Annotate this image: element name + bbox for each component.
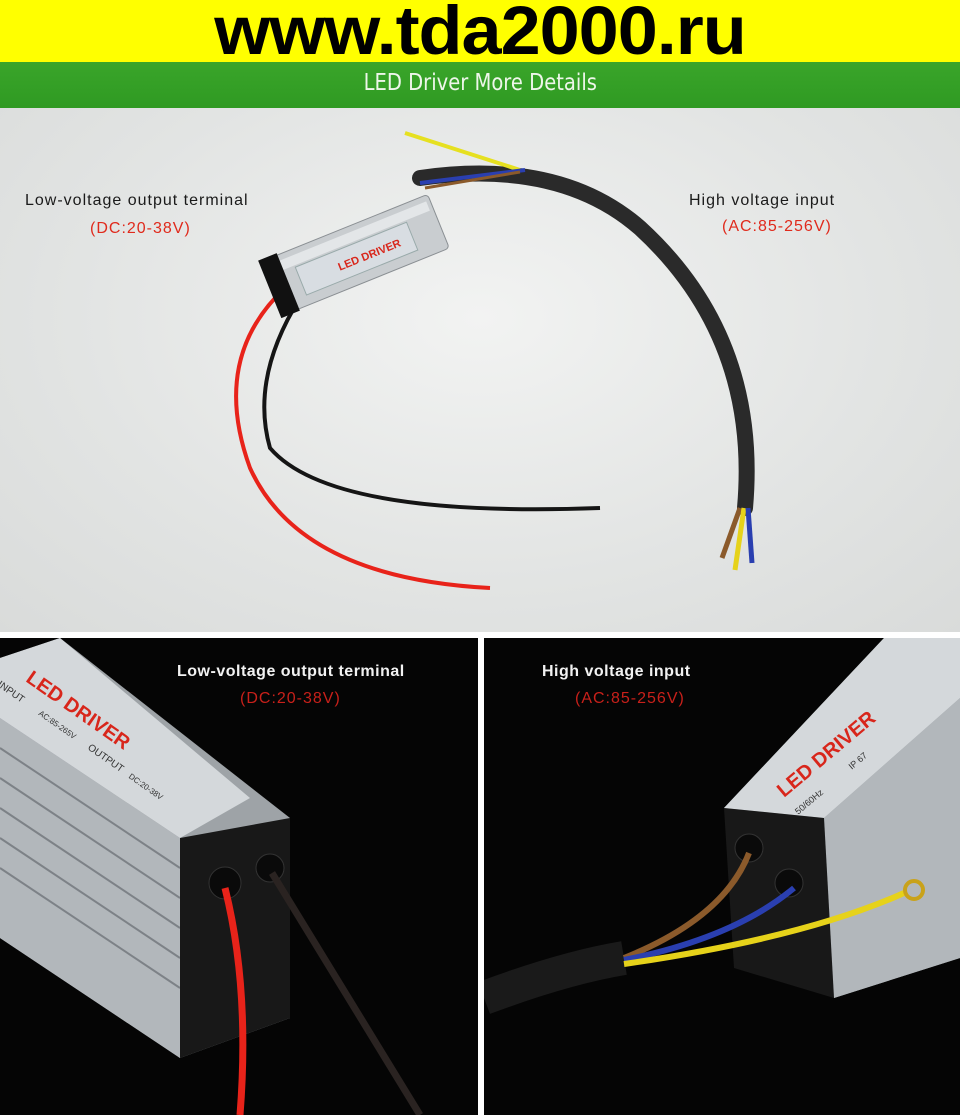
input-label: High voltage input [689,192,836,209]
panel-output-voltage: (DC:20-38V) [240,690,341,707]
panel-input-label: High voltage input [542,663,691,680]
output-voltage-label: (DC:20-38V) [90,220,191,237]
led-driver-illustration: LED DRIVER [234,131,755,590]
output-terminal-label: Low-voltage output terminal [25,192,249,209]
site-banner: www.tda2000.ru [0,0,960,70]
input-closeup-photo: LED DRIVER 50/60Hz IP 67 High voltage in… [484,638,960,1115]
site-url: www.tda2000.ru [214,0,747,70]
section-header: LED Driver More Details [0,62,960,108]
panel-input-voltage: (AC:85-256V) [575,690,685,707]
driver-output-closeup: LED DRIVER INPUT AC:85-265V OUTPUT DC:20… [0,638,423,1115]
driver-input-closeup: LED DRIVER 50/60Hz IP 67 [484,638,960,1014]
output-closeup-photo: LED DRIVER INPUT AC:85-265V OUTPUT DC:20… [0,638,478,1115]
product-photo-overview: LED DRIVER Low-voltage output terminal (… [0,108,960,632]
input-voltage-label: (AC:85-256V) [722,218,832,235]
panel-output-label: Low-voltage output terminal [177,663,405,680]
section-title: LED Driver More Details [363,70,597,96]
